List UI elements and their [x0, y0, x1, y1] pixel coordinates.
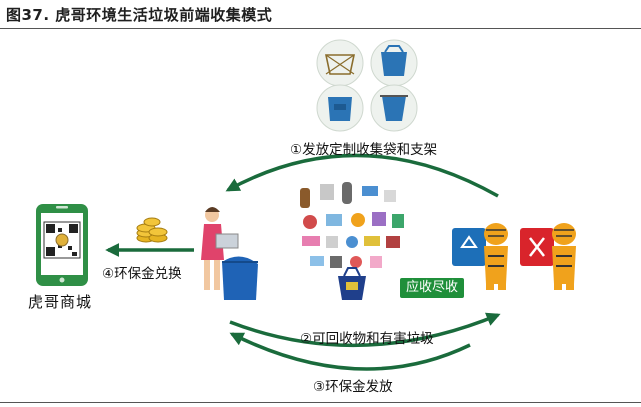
- figure-title: 图37. 虎哥环境生活垃圾前端收集模式: [6, 6, 273, 24]
- blue-bag-stand-icon: [370, 84, 418, 132]
- flow-arrow-1: [225, 153, 499, 198]
- bag-product-icons: [316, 39, 418, 132]
- receive-all-badge: 应收尽收: [400, 278, 464, 298]
- resident-person-icon: [201, 207, 258, 300]
- bag-stand-icon: [316, 39, 364, 87]
- recyclable-bin-tiger-icon: [452, 223, 508, 290]
- flow-arrow-3: [229, 332, 471, 371]
- flow-arrow-2: [229, 312, 501, 348]
- blue-bag-side-icon: [316, 84, 364, 132]
- blue-bag-icon: [370, 39, 418, 87]
- app-store-label: 虎哥商城: [28, 293, 93, 311]
- bottom-rule: [0, 402, 641, 403]
- coin-stack-icon: [136, 217, 168, 243]
- title-rule: [0, 28, 641, 29]
- hazardous-bin-tiger-icon: [520, 223, 576, 290]
- flow-label-4: ④环保金兑换: [102, 266, 182, 282]
- recyclables-cluster-icon: [300, 182, 404, 300]
- smartphone-qr-icon: [36, 204, 88, 286]
- flow-label-3: ③环保金发放: [313, 379, 393, 395]
- flow-label-2: ②可回收物和有害垃圾: [300, 331, 434, 347]
- flow-label-1: ①发放定制收集袋和支架: [290, 142, 438, 158]
